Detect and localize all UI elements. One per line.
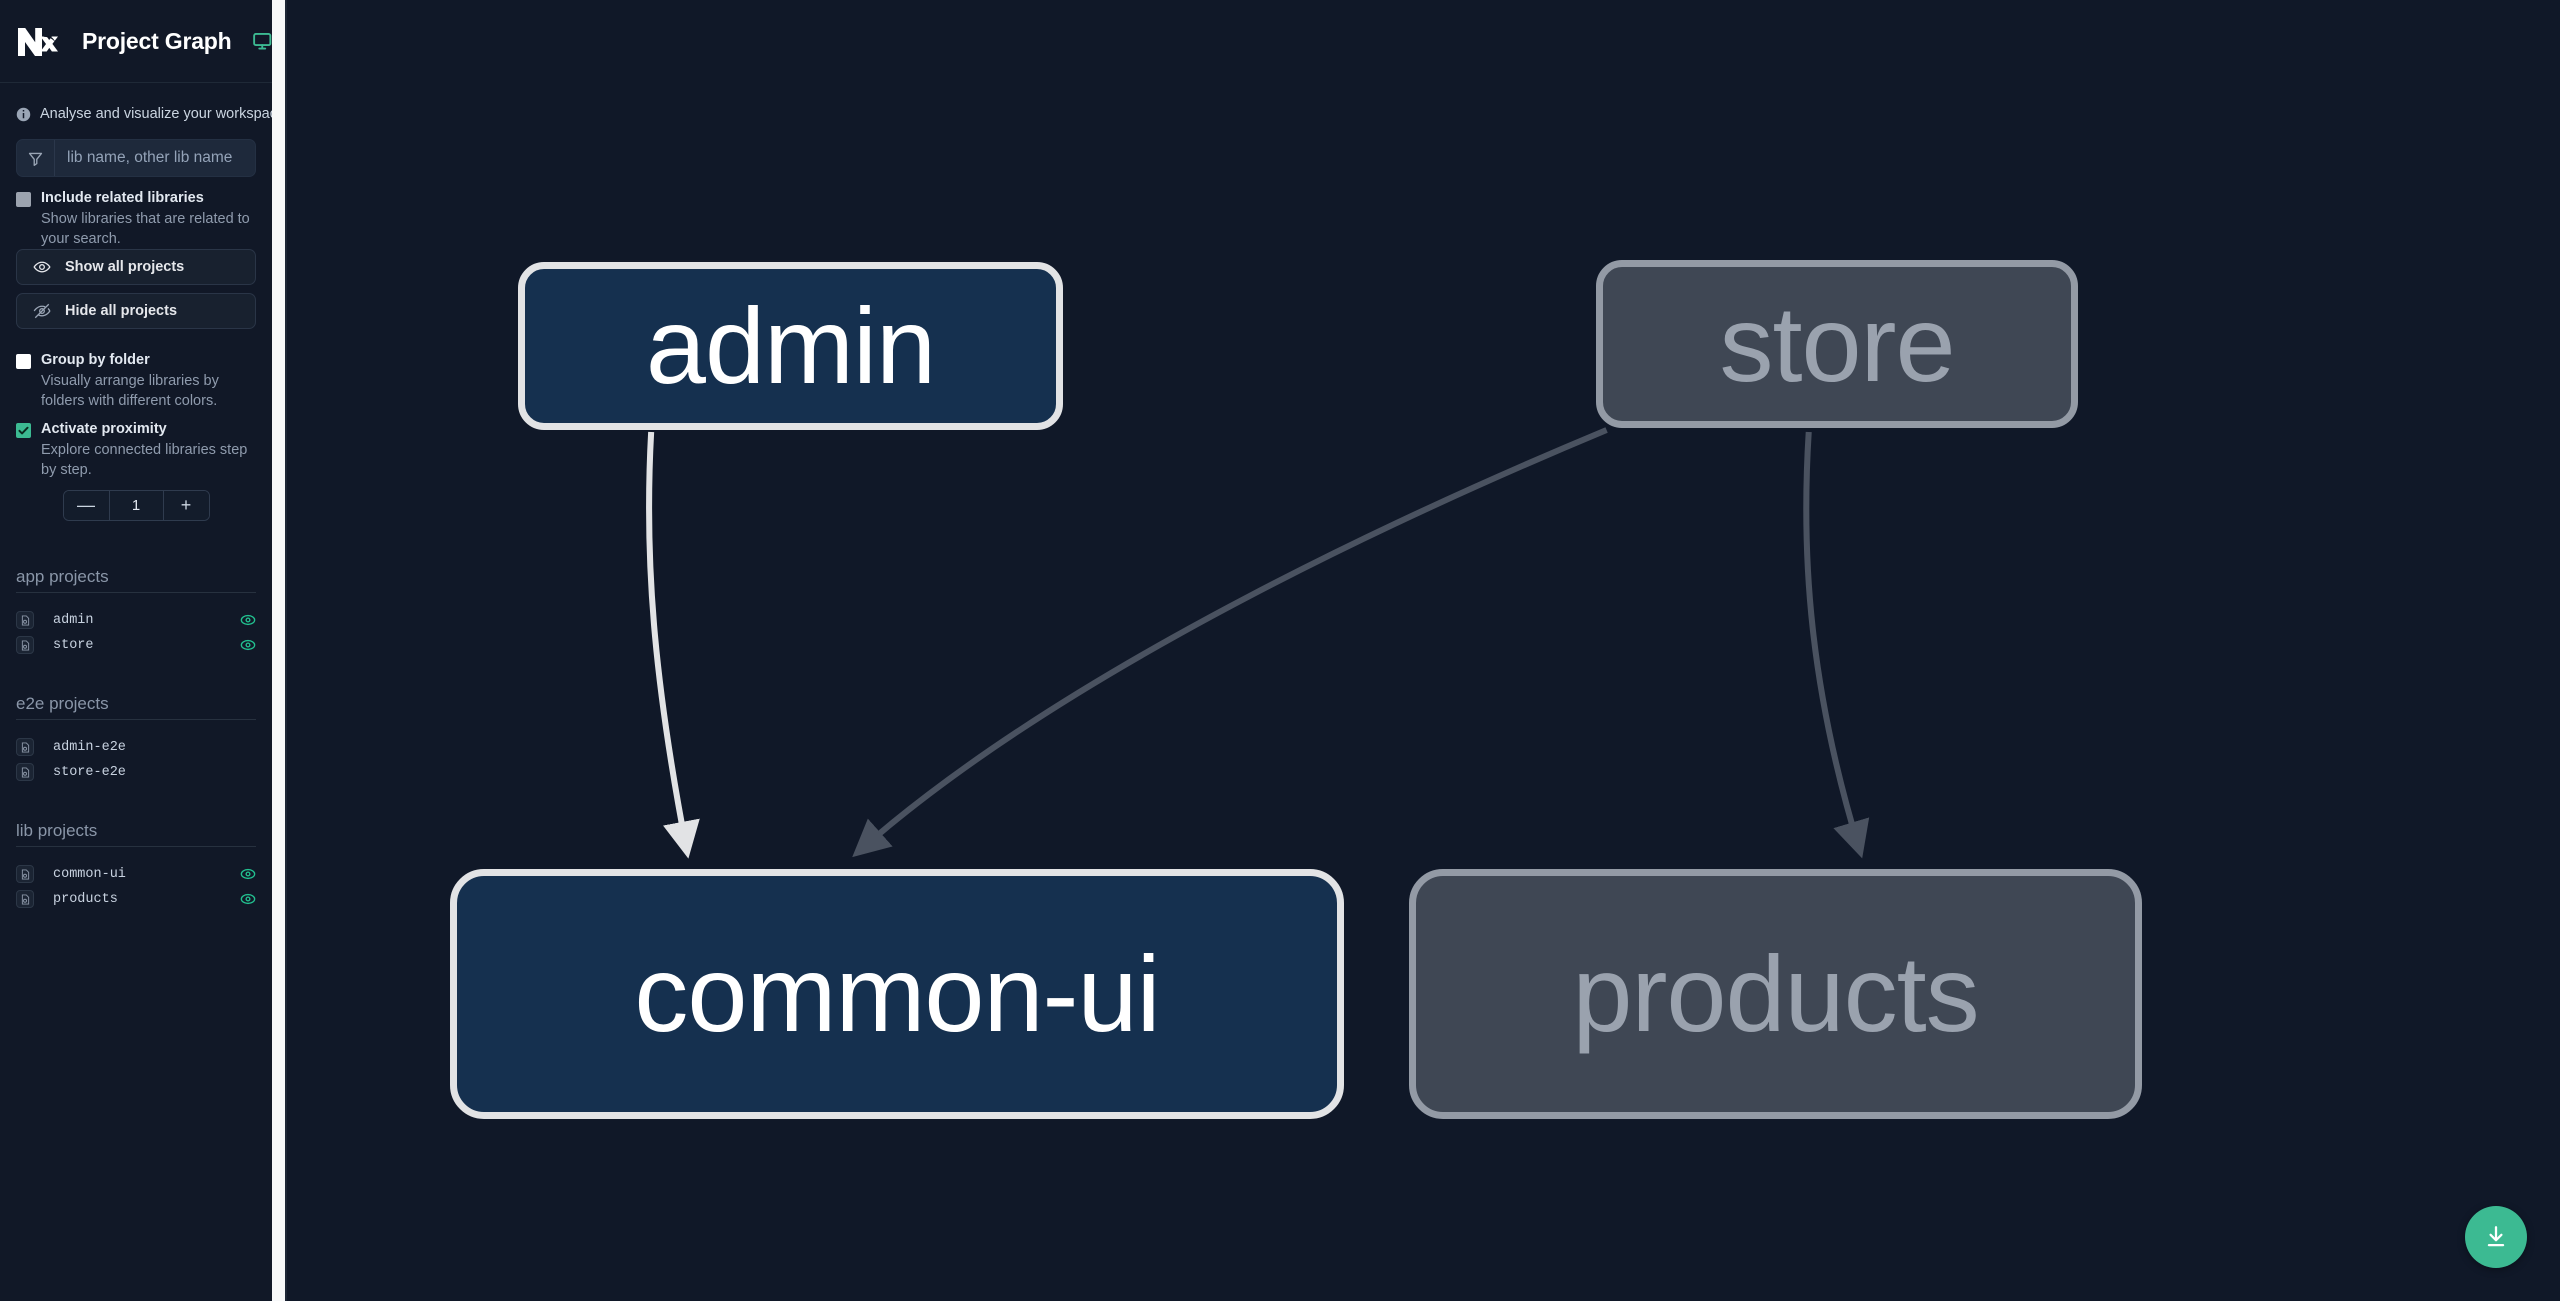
- project-file-icon: [16, 611, 34, 630]
- proximity-increment-button[interactable]: +: [163, 490, 209, 520]
- monitor-icon[interactable]: [252, 31, 273, 52]
- group-title-app-projects: app projects: [16, 567, 256, 593]
- project-visibility-eye-icon[interactable]: [240, 612, 256, 628]
- project-file-icon: [16, 763, 34, 782]
- page-title: Project Graph: [82, 27, 232, 54]
- checkbox-description: Explore connected libraries step by step…: [41, 441, 248, 478]
- info-icon: [16, 107, 31, 122]
- checkbox-description: Show libraries that are related to your …: [41, 210, 250, 247]
- sidebar: Project Graph Analyse and visualize your…: [0, 0, 272, 1301]
- hide-all-projects-label: Hide all projects: [65, 302, 178, 319]
- edge-store-to-products: [1803, 431, 1870, 859]
- project-row-products[interactable]: products: [16, 887, 256, 912]
- project-visibility-eye-icon[interactable]: [240, 637, 256, 653]
- checkbox-label: Activate proximity: [41, 420, 167, 437]
- eye-off-icon: [33, 302, 51, 320]
- checkbox-label: Group by folder: [41, 351, 150, 368]
- search-input[interactable]: [55, 140, 255, 176]
- project-name: common-ui: [53, 866, 126, 882]
- graph-edges: [646, 427, 1870, 859]
- project-file-icon: [16, 738, 34, 757]
- project-file-icon: [16, 636, 34, 655]
- proximity-decrement-button[interactable]: —: [63, 490, 109, 520]
- checkbox-group-by-folder[interactable]: Group by folder Visually arrange librari…: [0, 337, 272, 411]
- hide-all-projects-button[interactable]: Hide all projects: [16, 292, 256, 329]
- checkbox-label: Include related libraries: [41, 190, 204, 206]
- project-name: store: [53, 637, 94, 653]
- search-field[interactable]: [16, 139, 256, 177]
- graph-node-admin[interactable]: admin: [518, 262, 1063, 430]
- graph-node-store[interactable]: store: [1596, 260, 2078, 428]
- graph-node-label: common-ui: [634, 933, 1160, 1054]
- project-row-admin-e2e[interactable]: admin-e2e: [16, 735, 256, 760]
- project-row-admin[interactable]: admin: [16, 608, 256, 633]
- checkbox-box[interactable]: [16, 353, 31, 369]
- project-name: admin: [53, 612, 94, 628]
- project-row-common-ui[interactable]: common-ui: [16, 862, 256, 887]
- project-row-store[interactable]: store: [16, 633, 256, 658]
- project-file-icon: [16, 890, 34, 909]
- filter-icon: [17, 140, 55, 176]
- project-file-icon: [16, 865, 34, 884]
- sidebar-divider: [285, 0, 287, 1301]
- tagline-text: Analyse and visualize your workspace.: [40, 106, 272, 122]
- graph-node-products[interactable]: products: [1409, 869, 2142, 1119]
- checkbox-description: Visually arrange libraries by folders wi…: [41, 372, 219, 409]
- checkbox-box-checked[interactable]: [16, 422, 31, 438]
- edge-store-to-common-ui: [852, 427, 1608, 858]
- project-name: products: [53, 891, 118, 907]
- graph-node-label: products: [1572, 933, 1979, 1054]
- project-row-store-e2e[interactable]: store-e2e: [16, 760, 256, 785]
- checkbox-include-related-libraries[interactable]: Include related libraries Show libraries…: [0, 177, 272, 249]
- graph-node-label: admin: [645, 285, 936, 406]
- project-name: store-e2e: [53, 764, 126, 780]
- graph-canvas[interactable]: admin store common-ui products: [272, 0, 2560, 1301]
- graph-node-common-ui[interactable]: common-ui: [450, 869, 1344, 1119]
- group-title-e2e-projects: e2e projects: [16, 694, 256, 720]
- edge-admin-to-common-ui: [646, 431, 700, 859]
- show-all-projects-label: Show all projects: [65, 258, 185, 275]
- sidebar-header: Project Graph: [0, 0, 272, 83]
- download-icon: [2483, 1224, 2509, 1250]
- checkbox-activate-proximity[interactable]: Activate proximity Explore connected lib…: [0, 411, 272, 480]
- download-graph-button[interactable]: [2465, 1206, 2527, 1268]
- sidebar-scrollbar[interactable]: [272, 0, 285, 1301]
- tagline-row: Analyse and visualize your workspace.: [0, 93, 272, 135]
- proximity-stepper: — 1 +: [16, 489, 256, 521]
- proximity-value: 1: [108, 490, 164, 520]
- graph-node-label: store: [1719, 283, 1955, 404]
- project-visibility-eye-icon[interactable]: [240, 891, 256, 907]
- checkbox-box[interactable]: [16, 192, 31, 207]
- project-name: admin-e2e: [53, 739, 126, 755]
- nx-logo: [16, 24, 60, 58]
- group-title-lib-projects: lib projects: [16, 821, 256, 847]
- project-visibility-eye-icon[interactable]: [240, 866, 256, 882]
- eye-icon: [33, 258, 51, 276]
- show-all-projects-button[interactable]: Show all projects: [16, 248, 256, 285]
